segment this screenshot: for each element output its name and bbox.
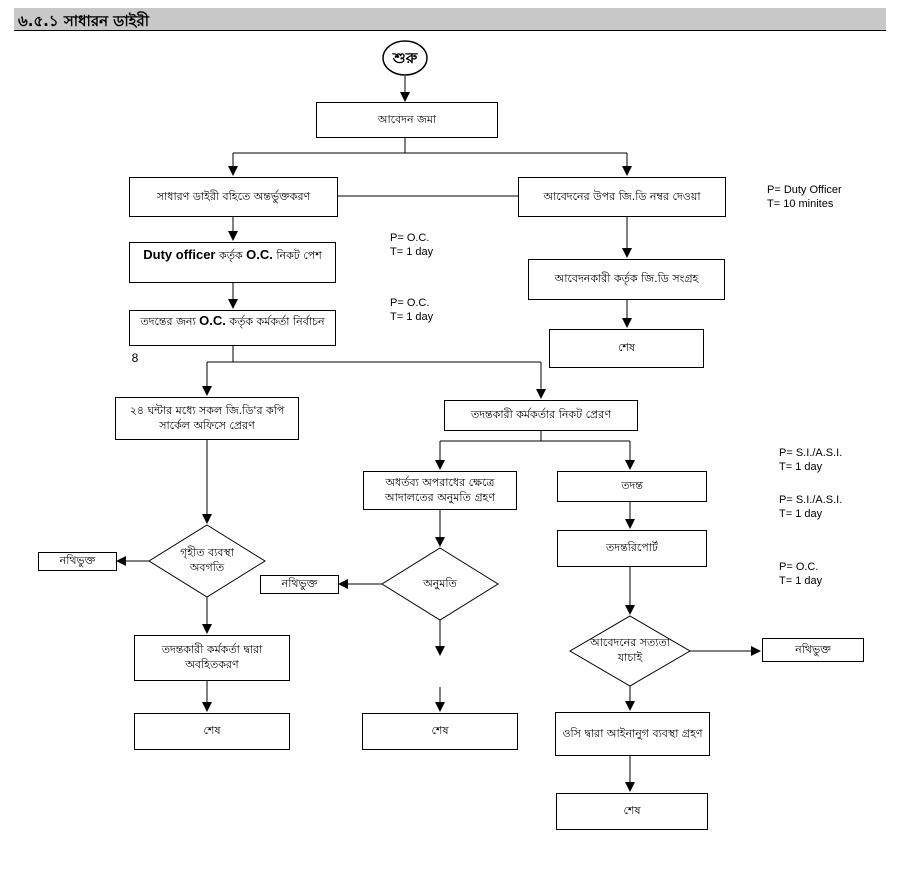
note-6-person: P= O.C. <box>779 561 819 573</box>
note-si-1: P= S.I./A.S.I. T= 1 day <box>779 447 842 475</box>
note-3-time: T= 1 day <box>390 310 434 323</box>
by-label: কর্তৃক <box>215 249 247 262</box>
end-top-right: শেষ <box>549 329 704 368</box>
note-6-time: T= 1 day <box>779 574 823 587</box>
note-2-time: T= 1 day <box>390 245 434 258</box>
note-2-person: P= O.C. <box>390 232 430 244</box>
section-title: ৬.৫.১ সাধারন ডাইরী <box>18 12 150 30</box>
present-oc-step: Duty officer কর্তৃক O.C. নিকট পেশ <box>129 242 336 283</box>
note-4-person: P= S.I./A.S.I. <box>779 447 843 459</box>
select-officer-step: তদন্তের জন্য O.C. কর্তৃক কর্মকর্তা নির্ব… <box>129 310 336 346</box>
note-5-person: P= S.I./A.S.I. <box>779 494 843 506</box>
decision-truth: আবেদনের সত্যতা যাচাই <box>590 636 670 664</box>
note-3-person: P= O.C. <box>390 297 430 309</box>
end-mid: শেষ <box>362 713 518 750</box>
file-mid: নথিভুক্ত <box>260 575 339 594</box>
end-left: শেষ <box>134 713 290 750</box>
stray-number: 8 <box>131 350 139 365</box>
note-5-time: T= 1 day <box>779 507 823 520</box>
present-label: নিকট পেশ <box>272 249 322 262</box>
note-duty-officer: P= Duty Officer T= 10 minites <box>767 184 842 212</box>
note-si-2: P= S.I./A.S.I. T= 1 day <box>779 494 842 522</box>
decision-permission: অনুমতি <box>423 576 457 590</box>
copy-circle-step: ২৪ ঘন্টার মধ্যে সকল জি.ডি'র কপি সার্কেল … <box>115 397 299 440</box>
note-1-person: P= Duty Officer <box>767 184 842 196</box>
decision-action: গৃহীত ব্যবস্থা অবগতি <box>180 546 234 574</box>
collect-step: আবেদনকারী কর্তৃক জি.ডি সংগ্রহ <box>528 259 725 300</box>
for-investigation-label: তদন্তের জন্য <box>140 315 200 328</box>
gd-number-step: আবেদনের উপর জি.ডি নম্বর দেওয়া <box>518 177 726 217</box>
inform-step: তদন্তকারী কর্মকর্তা দ্বারা অবহিতকরণ <box>134 635 290 681</box>
note-4-time: T= 1 day <box>779 460 823 473</box>
legal-action-step: ওসি দ্বারা আইনানুগ ব্যবস্থা গ্রহণ <box>555 712 710 756</box>
section-header: ৬.৫.১ সাধারন ডাইরী <box>14 8 886 31</box>
note-oc-2: P= O.C. T= 1 day <box>390 297 433 325</box>
start-terminal-shape <box>382 40 428 76</box>
duty-officer-label: Duty officer <box>143 247 216 262</box>
start-terminal: শুরু <box>392 48 418 67</box>
entry-step: সাধারণ ডাইরী বহিতে অন্তর্ভুক্তকরণ <box>129 177 338 217</box>
apply-step: আবেদন জমা <box>316 102 498 138</box>
send-io-step: তদন্তকারী কর্মকর্তার নিকট প্রেরণ <box>444 400 638 431</box>
investigation-report-step: তদন্তরিপোর্ট <box>557 530 707 567</box>
end-right: শেষ <box>556 793 708 830</box>
select-officer-label: কর্তৃক কর্মকর্তা নির্বাচন <box>225 315 325 328</box>
file-right: নথিভুক্ত <box>762 638 864 662</box>
oc-label: O.C. <box>246 247 273 262</box>
note-1-time: T= 10 minites <box>767 197 834 210</box>
oc-label-2: O.C. <box>199 313 226 328</box>
court-permission-step: অধর্তব্য অপরাধের ক্ষেত্রে আদালতের অনুমতি… <box>363 471 517 510</box>
file-left: নথিভুক্ত <box>38 552 117 571</box>
investigation-step: তদন্ত <box>557 471 707 502</box>
note-oc-1: P= O.C. T= 1 day <box>390 232 433 260</box>
note-oc-3: P= O.C. T= 1 day <box>779 561 822 589</box>
